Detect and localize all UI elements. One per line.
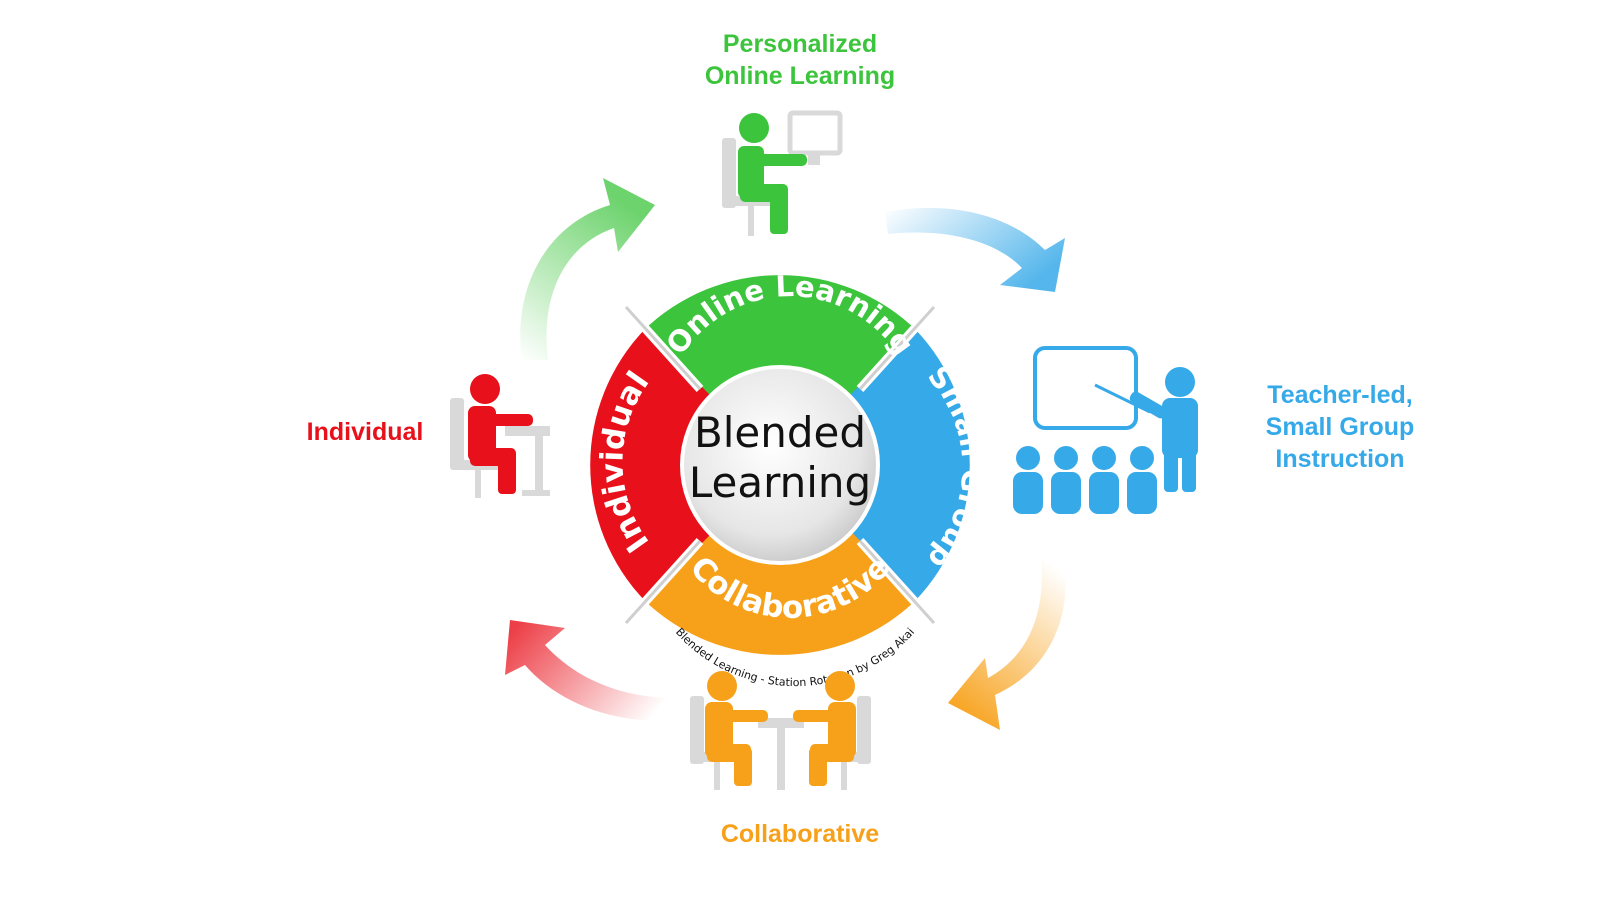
ring xyxy=(590,275,970,655)
ring-divider-accents xyxy=(624,305,936,625)
center-hub xyxy=(680,365,880,565)
label-individual: Individual xyxy=(306,418,424,446)
cycle-arrow-red xyxy=(505,620,675,721)
cycle-arrow-orange xyxy=(948,548,1066,730)
center-title-line1: Blended xyxy=(694,408,866,457)
segment-online xyxy=(642,275,918,403)
label-personalized-online-learning: Personalized Online Learning xyxy=(704,30,896,90)
label-teacher-led-instruction: Teacher-led, Small Group Instruction xyxy=(1265,381,1415,473)
cycle-arrow-blue xyxy=(885,207,1065,292)
online-learner-icon xyxy=(722,110,843,236)
collaborative-learners-icon xyxy=(690,671,871,790)
label-collaborative: Collaborative xyxy=(720,820,880,848)
cycle-arrow-green xyxy=(520,178,655,360)
teacher-led-icon xyxy=(1013,346,1198,514)
individual-learner-icon xyxy=(450,374,550,498)
segment-collaborative xyxy=(642,527,918,655)
center-title-line2: Learning xyxy=(689,458,871,507)
segment-individual xyxy=(590,329,714,601)
segment-small-group xyxy=(846,329,970,601)
